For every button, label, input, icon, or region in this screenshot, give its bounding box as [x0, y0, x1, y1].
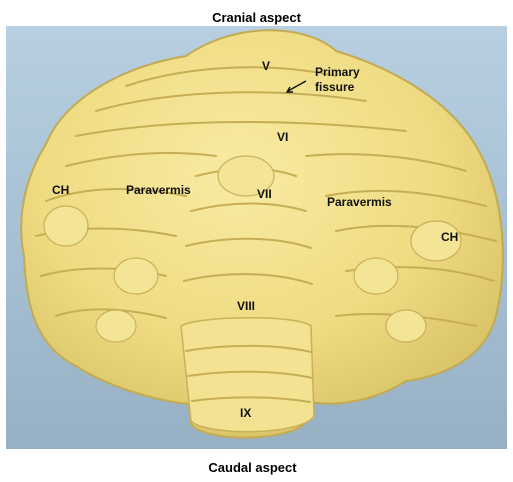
- cranial-aspect-caption: Cranial aspect: [212, 10, 301, 25]
- primary-fissure-label-line2: fissure: [315, 80, 355, 94]
- paravermis-right-label: Paravermis: [327, 195, 392, 209]
- lobule-v-label: V: [262, 59, 271, 73]
- primary-fissure-arrow-icon: [282, 78, 308, 96]
- primary-fissure-label-line1: Primary: [315, 65, 360, 79]
- cerebellar-hemisphere-right-label: CH: [441, 230, 459, 244]
- lobule-bumps: [43, 155, 462, 343]
- vermis-lower-lobe: [180, 317, 315, 433]
- paravermis-left-label: Paravermis: [126, 183, 191, 197]
- lobule-ix-label: IX: [240, 406, 252, 420]
- cerebellum-body: [20, 29, 504, 439]
- cerebellum-photo: [6, 26, 507, 449]
- lobule-vii-label: VII: [257, 187, 272, 201]
- cerebellar-hemisphere-left-label: CH: [52, 183, 70, 197]
- cerebellum-illustration: [6, 26, 507, 449]
- caudal-aspect-caption: Caudal aspect: [208, 460, 297, 475]
- lobule-viii-label: VIII: [237, 299, 256, 313]
- lobule-vi-label: VI: [277, 130, 289, 144]
